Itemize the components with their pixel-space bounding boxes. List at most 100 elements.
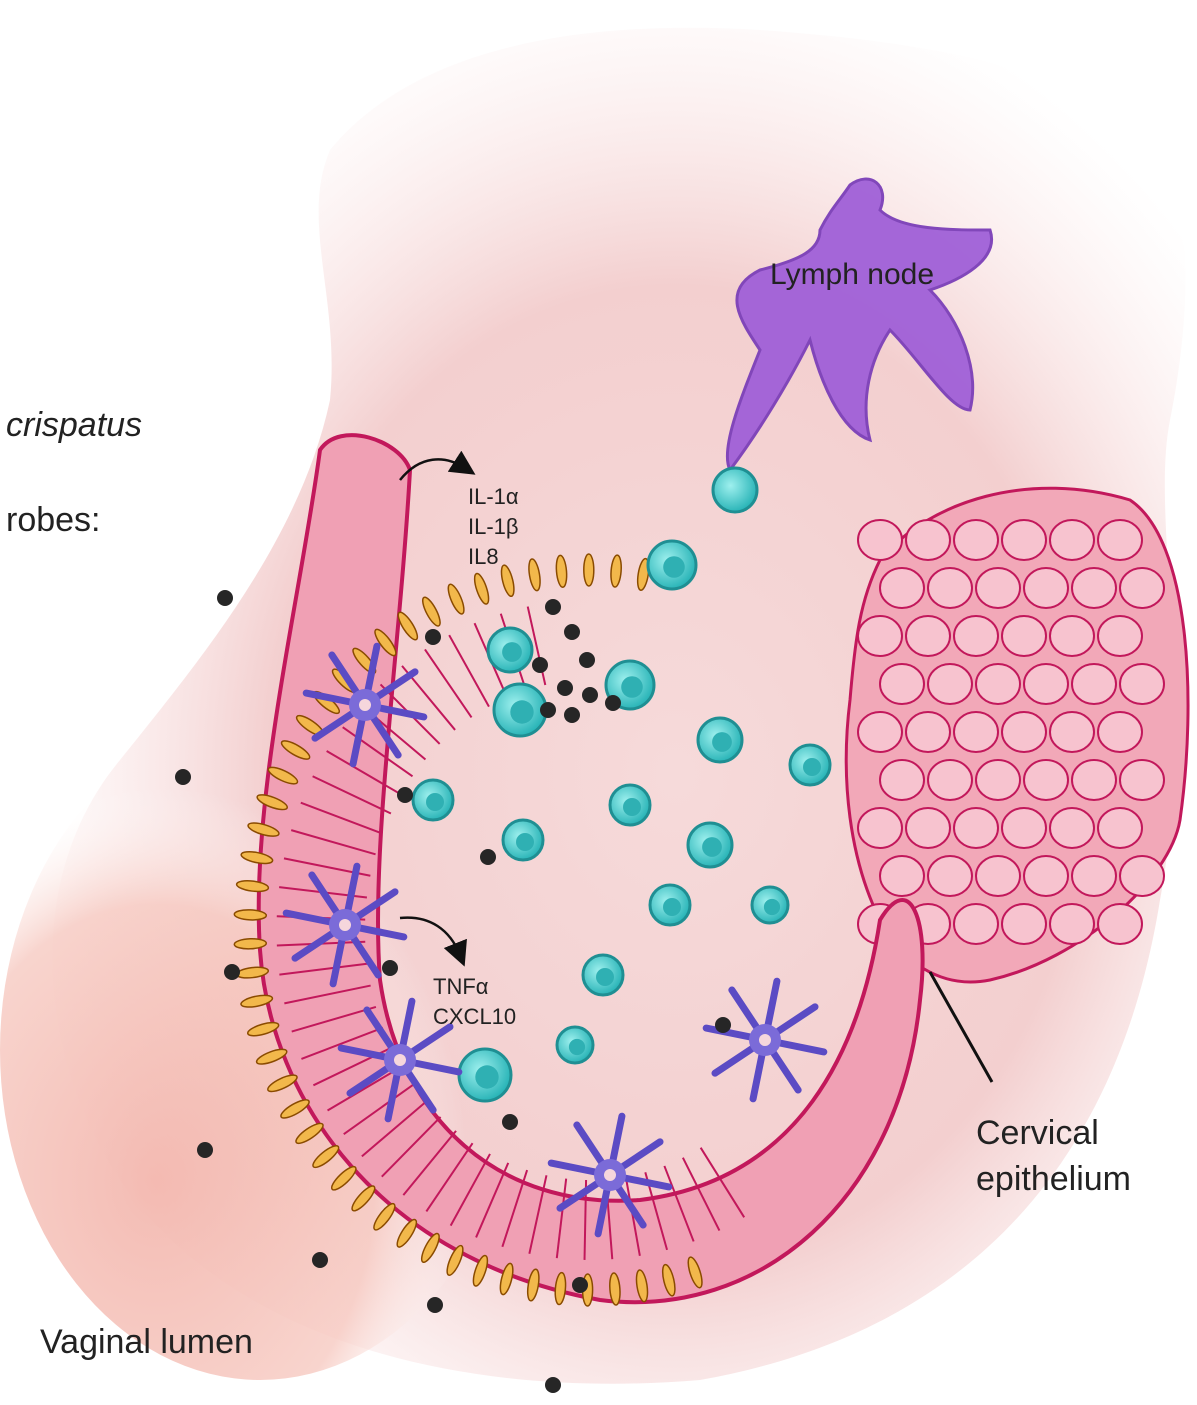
cytokines-lower-list: TNFα CXCL10 (433, 972, 516, 1032)
epithelial-cell (1050, 616, 1094, 656)
epithelial-cell (1002, 616, 1046, 656)
epithelial-cell (1072, 760, 1116, 800)
microbe-particle (545, 599, 561, 615)
microbe-particle (564, 624, 580, 640)
epithelial-cell (1002, 808, 1046, 848)
microbe-particle (427, 1297, 443, 1313)
epithelial-cell (1098, 520, 1142, 560)
epithelial-cell (1072, 568, 1116, 608)
cervical-label-line1: Cervical (976, 1110, 1131, 1156)
cytokine-label: CXCL10 (433, 1002, 516, 1032)
t-cell (459, 1049, 511, 1101)
epithelial-cell (1002, 520, 1046, 560)
cervical-epithelium-label: Cervical epithelium (976, 1110, 1131, 1202)
microbe-particle (545, 1377, 561, 1393)
epithelial-cell (1120, 568, 1164, 608)
epithelial-cell (1050, 904, 1094, 944)
epithelial-cell (928, 856, 972, 896)
microbe-particle (502, 1114, 518, 1130)
epithelial-cell (1024, 568, 1068, 608)
crispatus-label: crispatus (6, 405, 142, 445)
microbe-particle (382, 960, 398, 976)
epithelial-cell (954, 808, 998, 848)
robes-label: robes: (6, 500, 101, 540)
cervical-label-line2: epithelium (976, 1156, 1131, 1202)
epithelial-cell (928, 664, 972, 704)
epithelial-cell (1050, 712, 1094, 752)
epithelial-cell (880, 664, 924, 704)
t-cell (413, 780, 453, 820)
t-cell (583, 955, 623, 995)
epithelial-cell (976, 568, 1020, 608)
epithelial-cell (976, 760, 1020, 800)
epithelial-cell (954, 520, 998, 560)
epithelial-cell (880, 856, 924, 896)
epithelial-cell (928, 568, 972, 608)
epithelial-cell (880, 568, 924, 608)
microbe-particle (480, 849, 496, 865)
microbe-particle (579, 652, 595, 668)
epithelial-cell (1120, 856, 1164, 896)
epithelial-cell (1072, 664, 1116, 704)
microbe-particle (197, 1142, 213, 1158)
t-cell (650, 885, 690, 925)
epithelial-cell (954, 712, 998, 752)
epithelial-cell (1072, 856, 1116, 896)
epithelial-cell (1098, 712, 1142, 752)
lymph-node-label: Lymph node (770, 255, 934, 295)
t-cell (648, 541, 696, 589)
epithelial-cell (1002, 712, 1046, 752)
microbe-particle (540, 702, 556, 718)
epithelial-cell (858, 616, 902, 656)
epithelial-cell (858, 712, 902, 752)
vaginal-lumen-label: Vaginal lumen (40, 1322, 253, 1362)
microbe-particle (224, 964, 240, 980)
lactobacillus-rod (234, 938, 266, 949)
microbe-particle (564, 707, 580, 723)
t-cell (488, 628, 532, 672)
microbe-particle (582, 687, 598, 703)
microbe-particle (715, 1017, 731, 1033)
microbe-particle (425, 629, 441, 645)
epithelial-cell (1024, 664, 1068, 704)
t-cell (610, 785, 650, 825)
epithelial-cell (1098, 616, 1142, 656)
epithelial-cell (858, 808, 902, 848)
cytokine-label: IL-1β (468, 512, 519, 542)
microbe-particle (312, 1252, 328, 1268)
epithelial-cell (954, 616, 998, 656)
t-cell (790, 745, 830, 785)
epithelial-cell (976, 664, 1020, 704)
microbe-particle (532, 657, 548, 673)
epithelial-cell (880, 760, 924, 800)
cytokines-upper-list: IL-1α IL-1β IL8 (468, 482, 519, 572)
epithelial-cell (1050, 520, 1094, 560)
t-cell (494, 684, 546, 736)
t-cell (752, 887, 788, 923)
epithelial-cell (1098, 808, 1142, 848)
epithelial-cell (906, 616, 950, 656)
epithelial-cell (906, 520, 950, 560)
microbe-particle (397, 787, 413, 803)
microbe-particle (572, 1277, 588, 1293)
t-cell (557, 1027, 593, 1063)
t-cell (698, 718, 742, 762)
epithelial-cell (928, 760, 972, 800)
epithelial-cell (906, 808, 950, 848)
epithelial-cell (906, 712, 950, 752)
microbe-particle (605, 695, 621, 711)
lactobacillus-rod (584, 554, 594, 586)
epithelial-cell (1098, 904, 1142, 944)
epithelial-cell (954, 904, 998, 944)
t-cell (688, 823, 732, 867)
microbe-particle (175, 769, 191, 785)
microbe-particle (217, 590, 233, 606)
cytokine-label: IL8 (468, 542, 519, 572)
cytokine-label: TNFα (433, 972, 516, 1002)
epithelial-cell (858, 520, 902, 560)
epithelial-cell (1120, 664, 1164, 704)
epithelial-cell (1024, 856, 1068, 896)
cytokine-label: IL-1α (468, 482, 519, 512)
epithelial-cell (1024, 760, 1068, 800)
